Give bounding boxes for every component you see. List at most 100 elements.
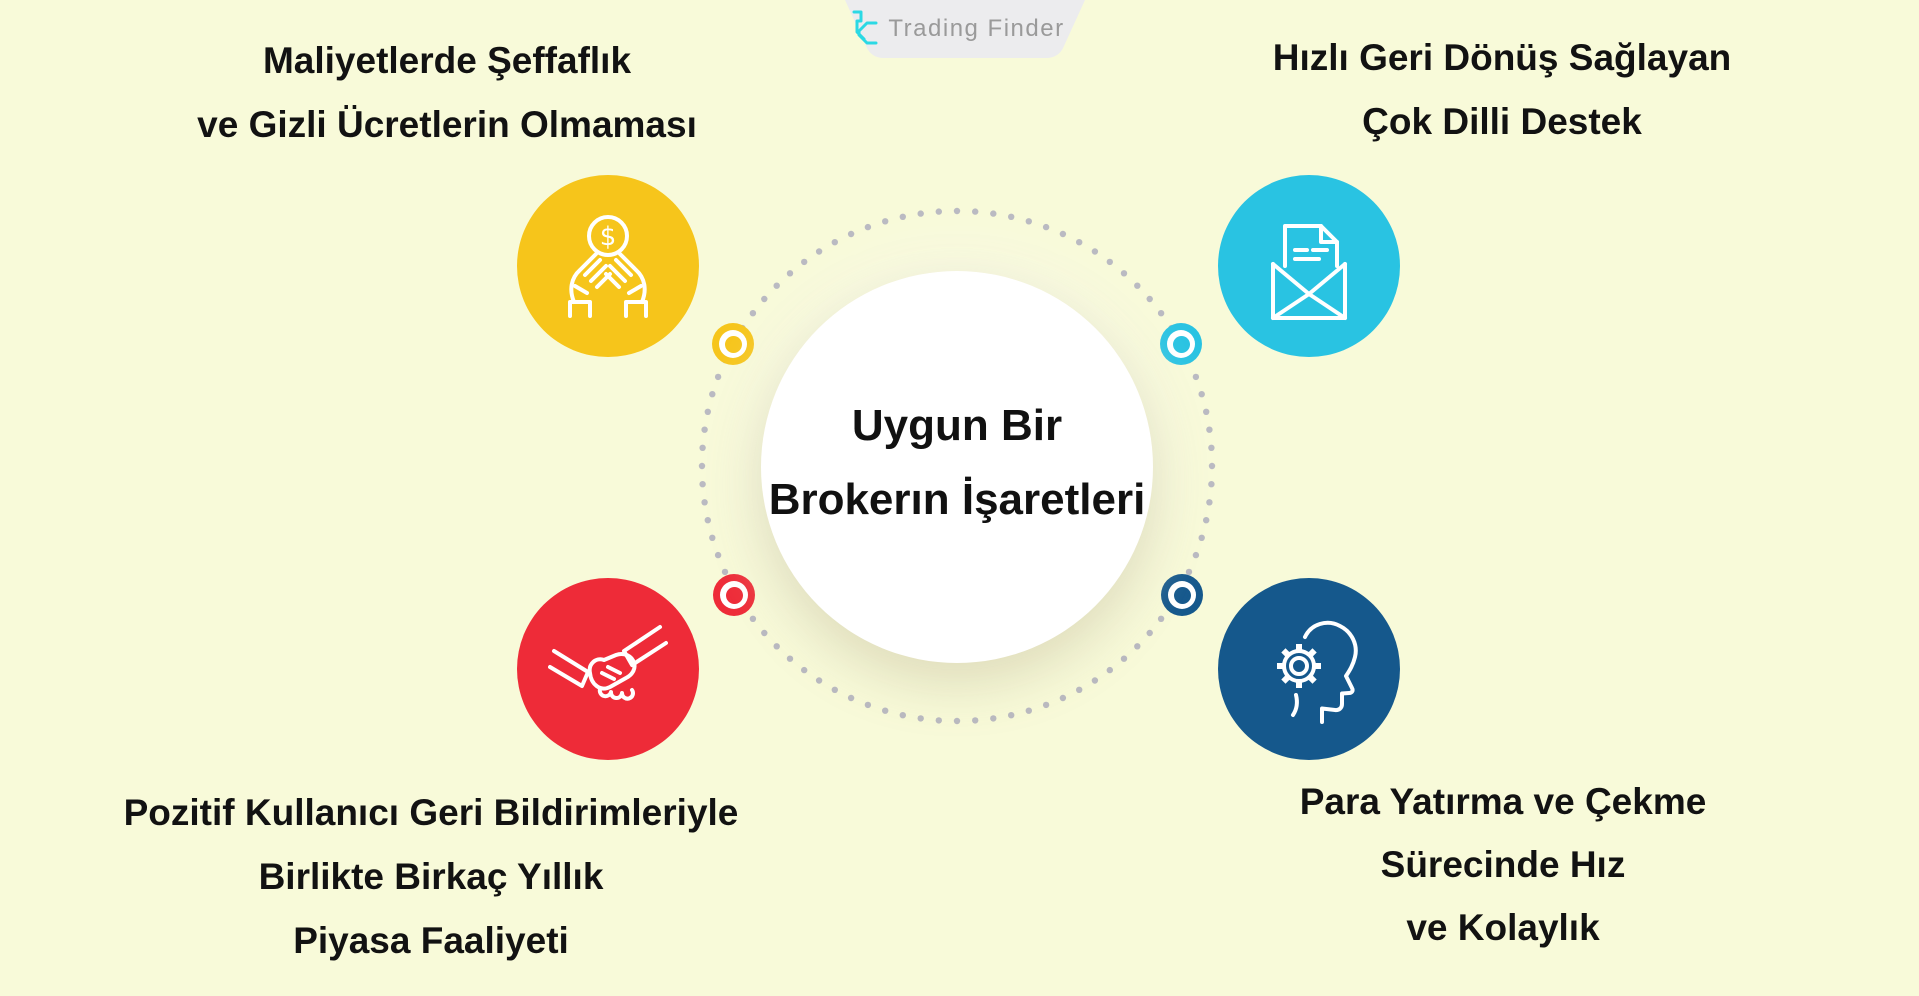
ring-dot [1134,282,1141,289]
connector-dot-core [1172,335,1190,353]
ring-dot [1025,707,1032,714]
ring-dot [701,499,708,506]
ring-dot [714,373,722,381]
node-cost-transparency: $ [517,175,699,357]
ring-dot [709,391,716,398]
ring-dot [864,701,872,709]
ring-dot [1146,629,1153,637]
trading-finder-logo-icon [852,10,878,45]
ring-dot [1185,568,1193,576]
label-market-reputation: Pozitif Kullanıcı Geri Bildirimleriyle B… [101,781,761,973]
ring-dot [917,715,924,722]
ring-dot [709,534,716,541]
ring-dot [899,712,906,719]
ring-dot [1025,218,1032,225]
ring-dot [815,677,823,684]
ring-dot [1203,408,1210,415]
ring-dot [899,213,906,220]
label-deposit-withdrawal: Para Yatırma ve Çekme Sürecinde Hız ve K… [1173,770,1833,959]
label-line: Çok Dilli Destek [1362,101,1642,142]
label-line: Pozitif Kullanıcı Geri Bildirimleriyle [123,792,739,833]
ring-dot [704,408,711,415]
label-line: Hızlı Geri Dönüş Sağlayan [1272,37,1732,78]
ring-dot [972,717,979,724]
ring-dot [714,551,722,559]
center-title-line2: Brokerın İşaretleri [768,475,1146,524]
connector-dot-core [725,586,743,604]
ring-dot [761,629,768,637]
ring-dot [749,310,757,317]
ring-dot [847,230,855,238]
handshake-icon [548,625,668,701]
ring-dot [1208,444,1215,451]
ring-dot [917,210,924,217]
ring-dot [815,248,823,255]
ring-dot [990,715,997,722]
brand-name: Trading Finder [888,15,1065,42]
ring-dot [1091,248,1099,255]
banner-shape [845,0,1085,58]
ring-dot [1120,655,1128,662]
ring-dot [1206,426,1213,433]
mail-icon [1271,224,1347,320]
ring-dot [882,218,889,225]
node-market-reputation [517,578,699,760]
ring-dot [1198,534,1205,541]
ring-dot [699,481,706,488]
ring-dot [831,239,838,246]
connector-dot-core [724,335,742,353]
money-hands-icon: $ [568,215,648,318]
ring-dot [773,643,780,650]
ring-dot [786,270,794,277]
ring-dot [1059,694,1067,702]
center-title: Uygun Bir Brokerın İşaretleri [769,389,1146,537]
label-multilingual-support: Hızlı Geri Dönüş Sağlayan Çok Dilli Dest… [1172,26,1832,154]
ring-dot [1091,677,1099,684]
label-line: ve Gizli Ücretlerin Olmaması [197,104,697,145]
ring-dot [935,208,942,215]
connector-dot-ring [1167,330,1195,358]
label-line: Maliyetlerde Şeffaflık [262,40,632,81]
ring-dot [1106,666,1113,674]
connector-dot-top-left [712,323,754,365]
connector-dot-top-right [1160,323,1202,365]
label-cost-transparency: Maliyetlerde Şeffaflık ve Gizli Ücretler… [117,29,777,157]
connector-dot-bottom-left [713,574,755,616]
ring-dot [1120,270,1128,277]
ring-dot [1008,712,1015,719]
ring-dot [882,707,889,714]
ring-dot [1008,213,1015,220]
ring-dot [801,258,808,266]
ring-dot [699,444,706,451]
ring-dot [1146,295,1153,303]
ring-dot [953,207,961,215]
ring-dot [1192,551,1200,559]
ring-dot [935,717,942,724]
brand-row: Trading Finder [810,0,1100,58]
node-deposit-withdrawal [1218,578,1400,760]
ring-dot [801,666,808,674]
head-gear-icon [1277,620,1358,724]
ring-dot [721,568,729,576]
ring-dot [1208,481,1215,488]
connector-dot-bottom-right [1161,574,1203,616]
label-line: Para Yatırma ve Çekme [1299,781,1707,822]
connector-dot-ring [720,581,748,609]
ring-dot [1206,499,1213,506]
ring-dot [761,295,768,303]
label-line: Birlikte Birkaç Yıllık [258,856,604,897]
ring-dot [1198,391,1205,398]
ring-dot [1157,310,1165,317]
svg-text:$: $ [600,222,617,252]
label-line: Sürecinde Hız [1380,844,1626,885]
ring-dot [1134,643,1141,650]
ring-dot [864,223,872,231]
ring-dot [701,426,708,433]
center-title-line1: Uygun Bir [851,401,1063,450]
node-multilingual-support [1218,175,1400,357]
connector-dot-ring [1168,581,1196,609]
ring-dot [773,282,780,289]
ring-dot [786,655,794,662]
ring-dot [704,517,711,524]
